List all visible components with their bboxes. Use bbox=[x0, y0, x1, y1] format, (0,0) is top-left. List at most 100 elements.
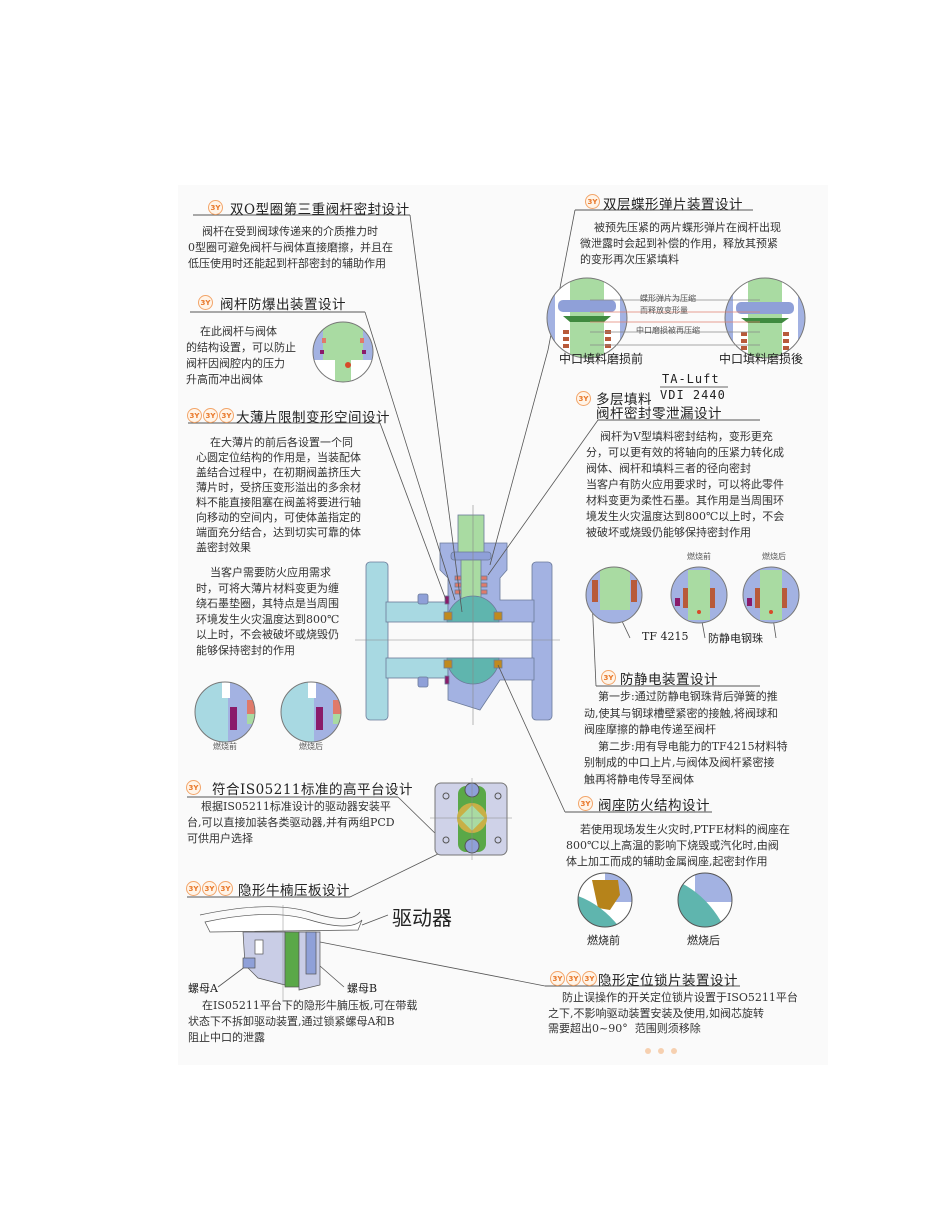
iso5211-mounting-plate bbox=[430, 778, 512, 860]
seat-upper-left bbox=[443, 611, 453, 621]
gasket-upper bbox=[444, 595, 450, 605]
ball-valve-cross-section bbox=[365, 514, 553, 721]
actuator-mount-section bbox=[199, 905, 363, 1000]
standard-ta-luft: TA-Luft bbox=[662, 372, 720, 386]
gasket-after-fire-outline bbox=[280, 681, 342, 743]
brand-badge-icon: 3Y bbox=[218, 881, 233, 896]
section-badges: 3Y bbox=[601, 670, 616, 685]
section-text-gasket-deformation-space: 在大薄片的前后各设置一个同 心圆定位结构的作用是，当装配体 盖结合过程中，在初期… bbox=[196, 436, 361, 554]
gland-nut bbox=[450, 551, 492, 561]
brand-badge-icon: 3Y bbox=[576, 391, 591, 406]
seat-lower-right bbox=[493, 659, 503, 669]
seat-after-fire-outline bbox=[677, 872, 733, 928]
valve-center-lines bbox=[355, 505, 560, 725]
gasket-lower bbox=[444, 675, 450, 685]
section-text-stem-blowout-proof: 在此阀杆与阀体 的结构设置，可以防止 阀杆因阀腔内的压力 升高而冲出阀体 bbox=[186, 325, 296, 386]
left-end-cap-upper bbox=[385, 601, 449, 623]
brand-badge-icon: 3Y bbox=[202, 881, 217, 896]
packing-rings bbox=[454, 575, 488, 595]
seat-upper-right bbox=[493, 611, 503, 621]
bolt-upper bbox=[417, 593, 429, 605]
disc-spring-note-3: 中口磨损被再压缩 bbox=[636, 326, 700, 335]
gasket-after-fire-label: 燃烧后 bbox=[299, 742, 323, 751]
gasket-before-fire-detail bbox=[195, 682, 255, 742]
packing-before-wear-label: 中口填料磨损前 bbox=[559, 352, 644, 366]
section-text-hidden-gland-plate: 在IS05211平台下的隐形牛腩压板,可在带载 状态下不拆卸驱动装置,通过锁紧螺… bbox=[188, 999, 418, 1044]
antistatic-ball-after-fire-detail bbox=[743, 567, 799, 623]
section-text-gasket-fire-safe: 当客户需要防火应用需求 时，可将大薄片材料变更为缠 绕石墨垫圈，其特点是当周围 … bbox=[196, 566, 340, 657]
seat-after-fire-label: 燃烧后 bbox=[687, 934, 720, 947]
antistatic-ball-label: 防静电钢珠 bbox=[708, 632, 763, 645]
wear-reference-lines bbox=[590, 299, 760, 346]
packing-after-fire-label: 燃烧后 bbox=[762, 552, 786, 561]
section-text-iso5211-platform: 根据IS05211标准设计的驱动器安装平 台,可以直接加装各类驱动器,并有两组P… bbox=[187, 800, 395, 845]
seat-before-fire-outline bbox=[577, 872, 633, 928]
brand-badge-icon: 3Y bbox=[566, 971, 581, 986]
disc-spring-note-1: 蝶形弹片为压缩 bbox=[640, 294, 696, 303]
brand-badge-icon: 3Y bbox=[187, 408, 202, 423]
section-badges: 3Y bbox=[198, 295, 213, 310]
seat-before-fire-label: 燃烧前 bbox=[587, 934, 620, 947]
stem-blowout-detail bbox=[313, 322, 373, 382]
seat-before-fire-detail bbox=[578, 873, 632, 927]
section-text-hidden-lock-plate: 防止误操作的开关定位锁片设置于ISO5211平台 之下,不影响驱动装置安装及使用… bbox=[548, 991, 798, 1035]
gasket-after-fire-detail bbox=[281, 682, 341, 742]
section-badges: 3Y bbox=[578, 796, 593, 811]
section-text-double-o-ring-stem-seal: 阀杆在受到阀球传递来的介质推力时 0型圈可避免阀杆与阀体直接磨擦，并且在 低压使… bbox=[188, 225, 393, 270]
brand-badge-icon: 3Y bbox=[208, 200, 223, 215]
right-flange bbox=[531, 561, 553, 721]
packing-before-wear-outline bbox=[546, 277, 628, 359]
brand-badge-icon: 3Y bbox=[550, 971, 565, 986]
bolt-lower bbox=[417, 676, 429, 688]
brand-badge-icon: 3Y bbox=[186, 881, 201, 896]
antistatic-ball-after-fire-outline bbox=[742, 566, 800, 624]
left-end-cap-lower bbox=[385, 657, 449, 679]
seat-after-fire-detail bbox=[678, 873, 732, 927]
section-title-double-disc-spring: 双层蝶形弹片装置设计 bbox=[603, 197, 743, 213]
section-title-iso5211-platform: 符合IS05211标准的高平台设计 bbox=[212, 782, 414, 798]
stem-blowout-detail-outline bbox=[312, 321, 374, 383]
antistatic-ball-before-fire-outline bbox=[670, 566, 728, 624]
brand-badge-icon: 3Y bbox=[203, 408, 218, 423]
brand-badge-icon: 3Y bbox=[585, 194, 600, 209]
tf4215-label: TF 4215 bbox=[642, 630, 689, 643]
section-title-multi-layer-packing: 多层填料 bbox=[596, 392, 652, 408]
standard-vdi-2440: VDI 2440 bbox=[660, 388, 726, 402]
brand-badge-icon: 3Y bbox=[582, 971, 597, 986]
section-subtitle-zero-leak-stem-seal: 阀杆密封零泄漏设计 bbox=[596, 406, 722, 422]
section-badges: 3Y bbox=[208, 200, 223, 215]
section-title-antistatic-device: 防静电装置设计 bbox=[620, 672, 718, 688]
brand-badge-icon: 3Y bbox=[186, 780, 201, 795]
antistatic-packing-outline bbox=[585, 566, 643, 624]
nut-a-label: 螺母A bbox=[188, 982, 218, 995]
section-badges: 3Y bbox=[576, 391, 591, 406]
section-text-multi-layer-packing: 阀杆为V型填料密封结构，变形更充 分，可以更有效的将轴向的压紧力转化成 阀体、阀… bbox=[586, 430, 785, 539]
brand-badge-icon: 3Y bbox=[578, 796, 593, 811]
brand-badge-icon: 3Y bbox=[198, 295, 213, 310]
antistatic-packing-detail bbox=[586, 567, 642, 623]
section-title-gasket-deformation-space: 大薄片限制变形空间设计 bbox=[236, 410, 390, 426]
left-flange bbox=[365, 561, 389, 721]
packing-before-fire-label: 燃烧前 bbox=[687, 552, 711, 561]
disc-spring-note-2: 而释放变形量 bbox=[640, 306, 688, 315]
packing-after-wear-outline bbox=[724, 277, 806, 359]
section-text-seat-fire-safe: 若使用现场发生火灾时,PTFE材料的阀座在 800℃以上高温的影响下烧毁或汽化时… bbox=[566, 823, 790, 868]
title-underlines bbox=[187, 209, 760, 987]
gasket-before-fire-outline bbox=[194, 681, 256, 743]
packing-after-wear-detail bbox=[725, 278, 805, 358]
brand-badge-icon: 3Y bbox=[601, 670, 616, 685]
brand-badge-icon: 3Y bbox=[219, 408, 234, 423]
antistatic-ball-before-fire-detail bbox=[671, 567, 727, 623]
nut-b-label: 螺母B bbox=[347, 982, 378, 995]
section-title-hidden-lock-plate: 隐形定位锁片装置设计 bbox=[598, 973, 738, 989]
stem-top bbox=[457, 514, 485, 556]
section-title-double-o-ring-stem-seal: 双O型圈第三重阀杆密封设计 bbox=[230, 202, 410, 218]
section-badges: 3Y bbox=[585, 194, 600, 209]
footer-dots bbox=[645, 1048, 677, 1054]
actuator-label: 驱动器 bbox=[392, 906, 452, 930]
section-badges: 3Y bbox=[186, 780, 201, 795]
